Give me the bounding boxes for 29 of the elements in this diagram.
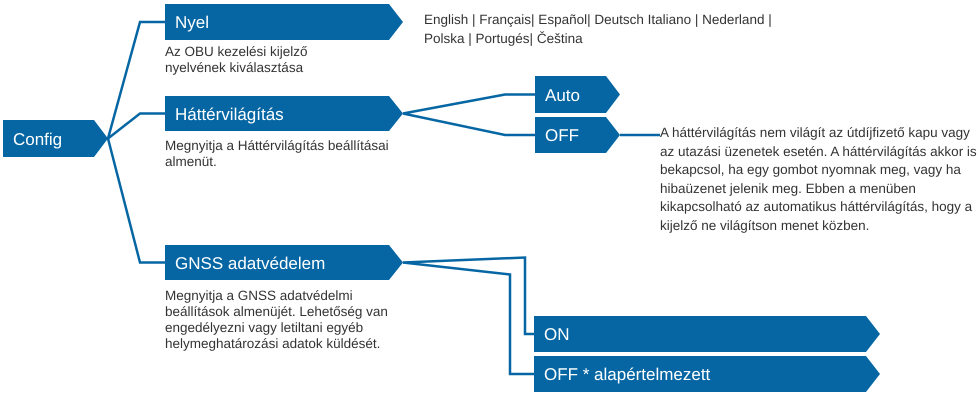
connector-line <box>402 261 534 376</box>
connector-line <box>402 112 535 136</box>
tab-label: Auto <box>545 86 581 104</box>
arrow-shaped-tab <box>534 356 880 392</box>
arrow-shaped-tab <box>3 120 108 157</box>
tab-label: Config <box>13 130 64 148</box>
language-list: English | Français| Español| Deutsch Italiano | Nederland | Polska | Portugés| Čeština <box>424 10 784 48</box>
connector-line <box>402 93 535 115</box>
tab-label: ON <box>544 326 570 343</box>
description-text: Megnyitja a Háttérvilágítás beállításai almenüt. <box>165 138 390 170</box>
description-text: Az OBU kezelési kijelző nyelvének kiválasztása <box>165 44 309 76</box>
description-text: Megnyitja a GNSS adatvédelmi beállítások almenüjét. Lehetőség van engedélyezni vagy letiltani egyéb helymeghatározási adatok küldését. <box>165 288 389 352</box>
connector-line <box>620 134 660 136</box>
arrow-shaped-tab <box>165 96 403 131</box>
connector-line <box>106 138 165 264</box>
arrow-shaped-tab <box>165 4 403 40</box>
arrow-shaped-tab <box>535 76 620 113</box>
tab-label: Háttérvilágítás <box>175 106 285 122</box>
description-text: A háttérvilágítás nem világít az útdíjfizető kapu vagy az utazási üzenetek esetén. A háttérvilágítás akkor is bekapcsol, ha egy gombot nyomnak meg, vagy ha hibaüzenet jelenik meg. Ebben a menüben kikapcsolható az automatikus háttérvilágítás, hogy a kijelző ne világítson menet közben. <box>660 124 978 235</box>
connector-line <box>106 20 165 139</box>
tab-label: OFF * alapértelmezett <box>544 366 712 383</box>
connector-line <box>107 112 165 140</box>
connector-line <box>402 256 534 336</box>
arrow-shaped-tab <box>535 117 620 153</box>
tab-label: OFF <box>545 127 580 144</box>
tab-label: GNSS adatvédelem <box>175 254 326 272</box>
tab-label: Nyel <box>175 14 210 31</box>
arrow-shaped-tab <box>165 245 403 280</box>
arrow-shaped-tab <box>534 316 880 352</box>
